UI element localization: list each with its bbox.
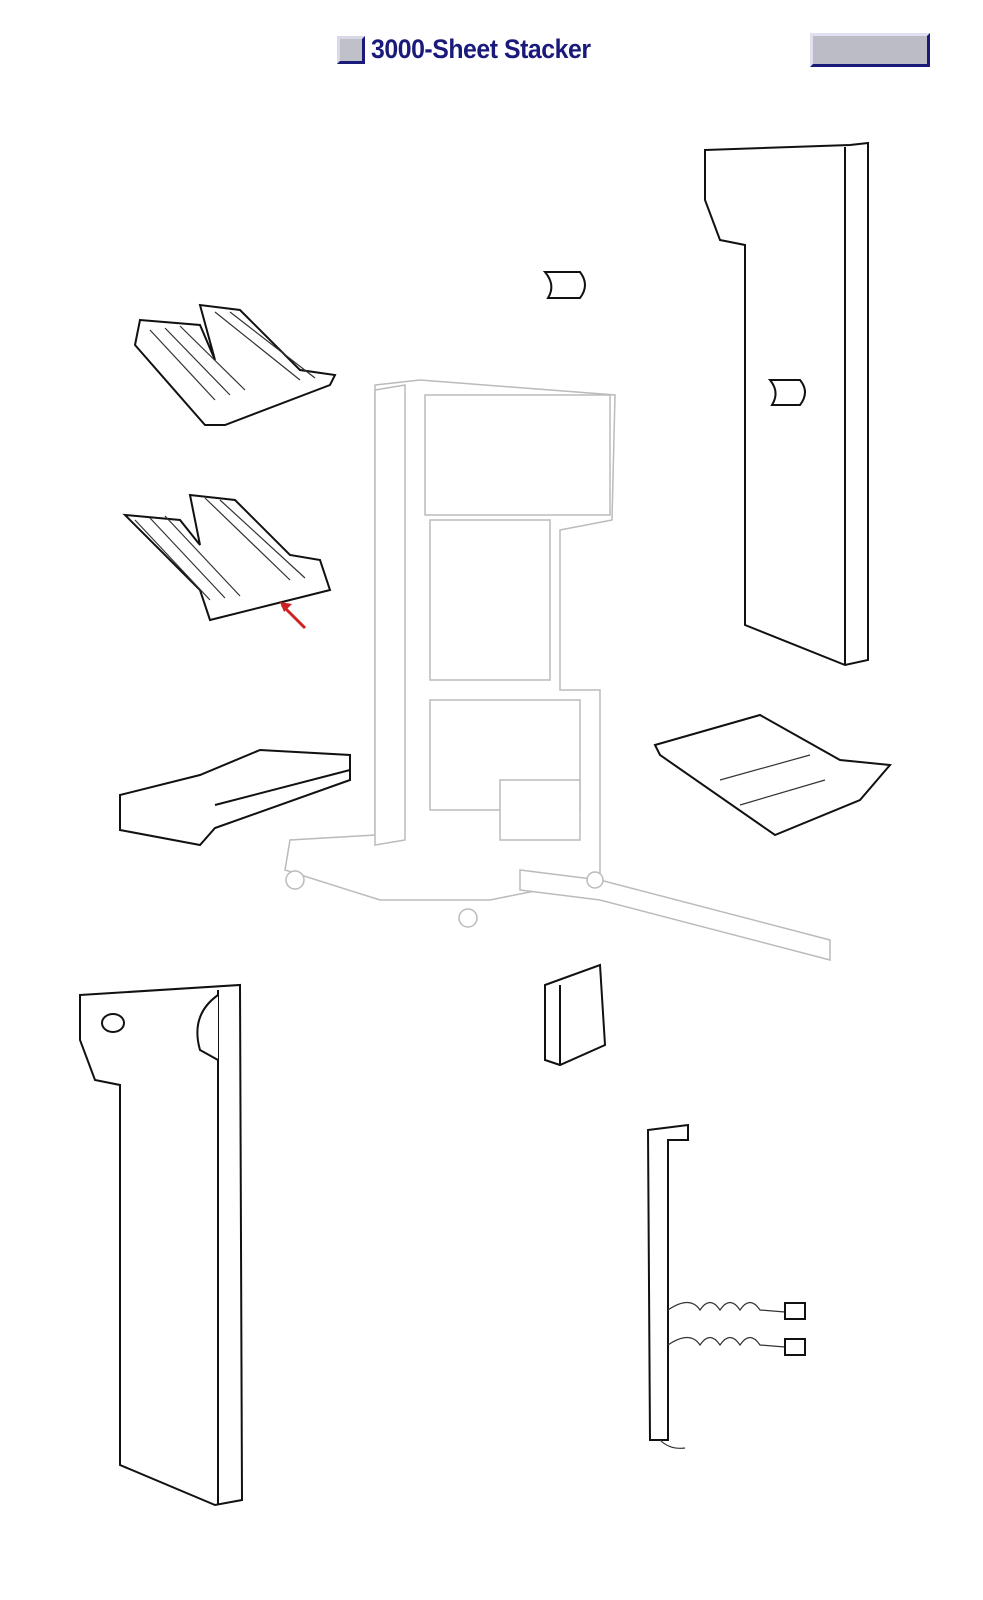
part-output-tray-lower[interactable] bbox=[122, 493, 332, 622]
part-right-cover[interactable] bbox=[704, 141, 869, 667]
part-bottom-plate[interactable] bbox=[653, 713, 893, 837]
part-bin-cover[interactable] bbox=[119, 748, 351, 847]
part-output-tray-upper[interactable] bbox=[133, 303, 337, 426]
header: 3000-Sheet Stacker bbox=[337, 34, 610, 65]
red-arrow-icon bbox=[280, 602, 307, 630]
part-left-cover[interactable] bbox=[79, 983, 244, 1507]
stacker-frame bbox=[284, 379, 831, 961]
part-cable-harness[interactable] bbox=[646, 1123, 806, 1449]
part-clip-small[interactable] bbox=[542, 271, 586, 299]
part-bracket[interactable] bbox=[544, 963, 607, 1067]
page-title: 3000-Sheet Stacker bbox=[371, 34, 591, 64]
square-button-icon[interactable] bbox=[337, 35, 365, 64]
nav-button[interactable] bbox=[810, 33, 930, 67]
